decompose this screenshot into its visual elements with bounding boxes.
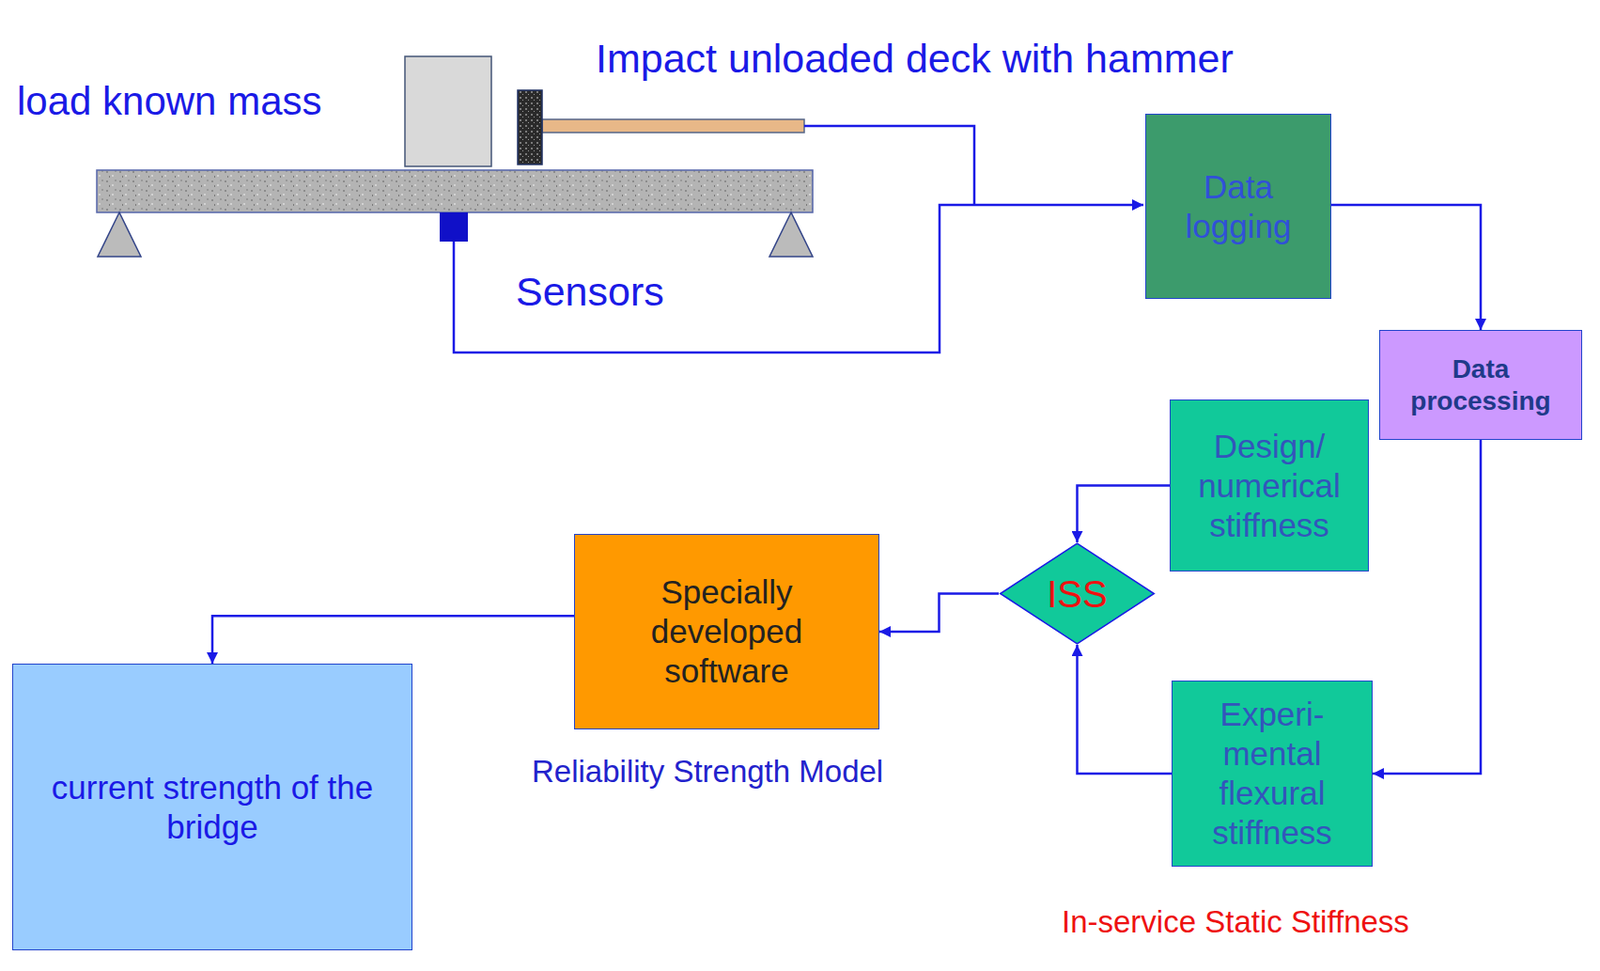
- hammer-label: Impact unloaded deck with hammer: [595, 35, 1348, 82]
- right-support: [769, 212, 813, 257]
- node-text: Data logging: [1157, 167, 1320, 247]
- result-box: current strength of the bridge: [12, 663, 413, 950]
- left-support: [97, 212, 141, 257]
- bridge-deck: [96, 170, 813, 213]
- node-text: Data processing: [1391, 353, 1570, 417]
- software-box: Specially developed software: [574, 533, 880, 730]
- hammer-wire: [804, 125, 975, 205]
- node-text: Design/ numerical stiffness: [1181, 426, 1357, 545]
- sensor: [439, 212, 468, 242]
- input-box: Experi- mental flexural stiffness: [1171, 680, 1373, 867]
- node-text: Specially developed software: [586, 572, 868, 691]
- model-caption: Reliability Strength Model: [531, 753, 946, 790]
- known-mass: [404, 56, 492, 167]
- sensor-wire: [453, 204, 1144, 353]
- flow-arrow: [1077, 485, 1171, 544]
- process-box: Data logging: [1145, 113, 1332, 299]
- flow-arrow: [879, 593, 999, 633]
- node-text: Experi- mental flexural stiffness: [1183, 694, 1361, 853]
- flow-arrow: [1331, 204, 1481, 330]
- flow-arrow: [1372, 439, 1481, 774]
- mass-label: load known mass: [16, 78, 412, 125]
- input-box: Design/ numerical stiffness: [1169, 399, 1369, 572]
- flow-arrow: [1077, 644, 1173, 774]
- hammer-head: [517, 90, 543, 165]
- stiffness-caption: In-service Static Stiffness: [1061, 903, 1476, 940]
- flow-arrow: [212, 615, 575, 664]
- hammer-handle: [542, 119, 805, 133]
- decision-diamond: ISS: [998, 542, 1156, 645]
- node-text: current strength of the bridge: [24, 767, 401, 847]
- node-text: ISS: [1046, 571, 1107, 617]
- sensor-label: Sensors: [515, 268, 742, 315]
- process-box: Data processing: [1379, 329, 1583, 440]
